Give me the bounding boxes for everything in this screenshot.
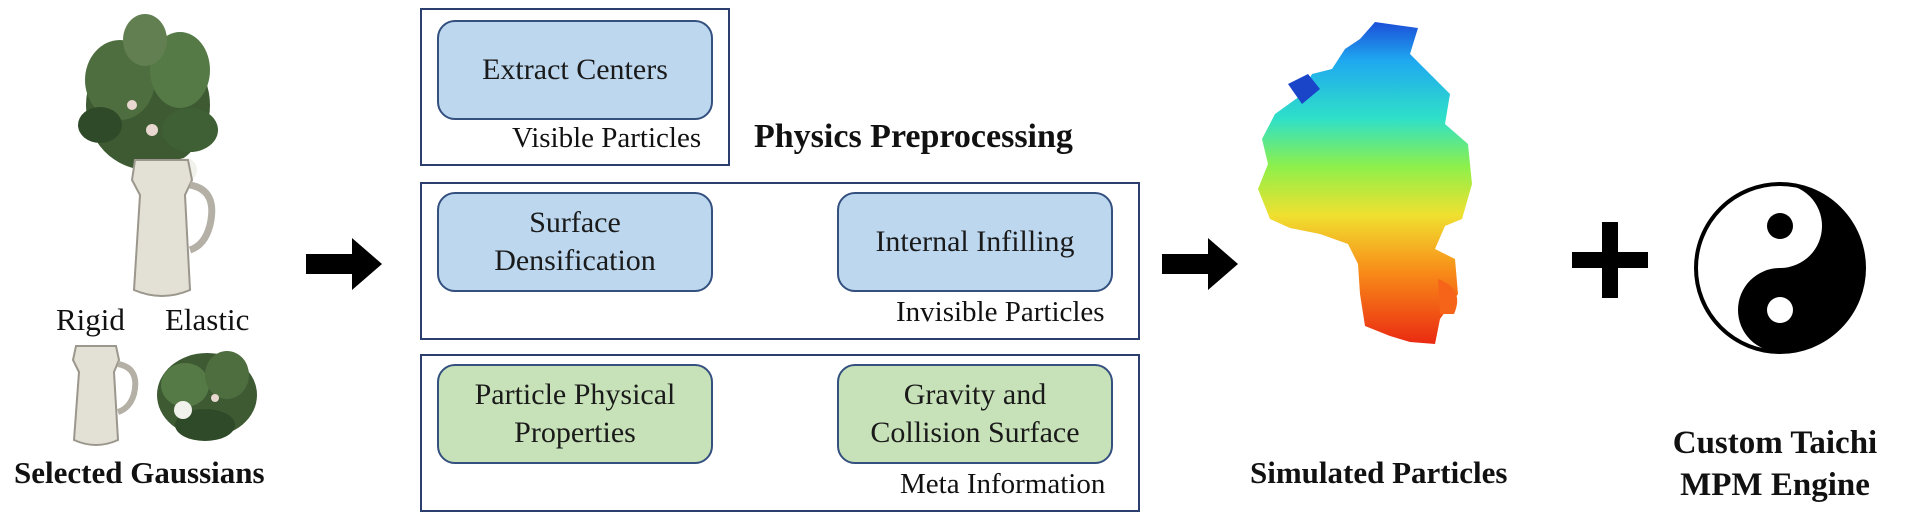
mpm-engine-line2: MPM Engine [1680,467,1870,503]
internal-infilling-label: Internal Infilling [875,225,1075,258]
plus-icon [1572,222,1648,298]
extract-centers-box: Extract Centers [437,20,713,120]
elastic-label: Elastic [165,302,250,337]
meta-information-group [420,354,1140,512]
rigid-vase-image [71,345,139,446]
simulated-particles-caption: Simulated Particles [1250,455,1508,490]
internal-infilling-box: Internal Infilling [837,192,1113,292]
gravity-collision-box: Gravity and Collision Surface [837,364,1113,464]
surface-densification-line2: Densification [494,244,656,277]
visible-particles-group [420,8,730,166]
gravity-collision-line1: Gravity and [903,378,1047,411]
arrow-right-icon [306,238,382,290]
yin-yang-icon [1694,182,1866,354]
selected-gaussians-caption: Selected Gaussians [14,455,265,490]
invisible-particles-label: Invisible Particles [896,296,1105,328]
elastic-foliage-image [157,351,257,441]
simulated-particles-image [1258,22,1472,344]
mpm-engine-line1: Custom Taichi [1672,425,1878,461]
particle-physical-properties-box: Particle Physical Properties [437,364,713,464]
visible-particles-label: Visible Particles [512,122,702,154]
gravity-collision-line2: Collision Surface [870,416,1080,449]
mpm-engine-caption: Custom Taichi MPM Engine [1640,422,1910,506]
physics-preprocessing-title: Physics Preprocessing [754,118,1073,155]
arrow-right-icon [1162,238,1238,290]
invisible-particles-group [420,182,1140,340]
surface-densification-box: Surface Densification [437,192,713,292]
meta-information-label: Meta Information [900,468,1106,500]
particle-physical-properties-line2: Properties [514,416,636,449]
rigid-label: Rigid [56,302,125,337]
surface-densification-line1: Surface [529,206,621,239]
extract-centers-label: Extract Centers [482,53,668,86]
vase-bouquet-image [78,14,218,297]
particle-physical-properties-line1: Particle Physical [474,378,676,411]
